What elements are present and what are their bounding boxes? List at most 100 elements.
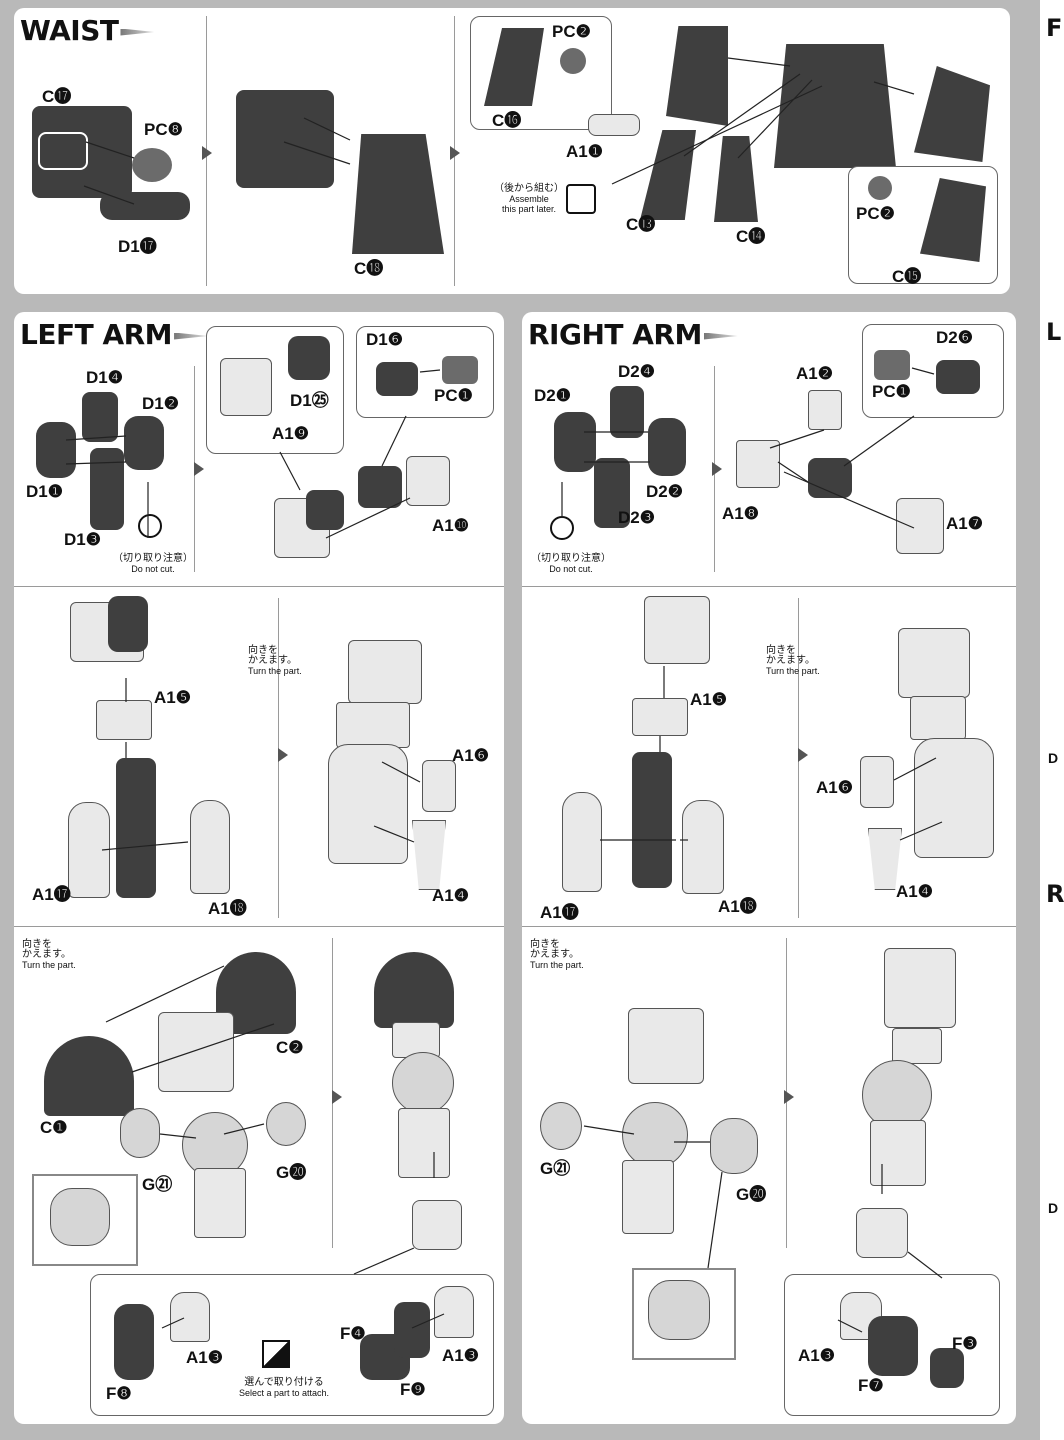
label-c16: C⓰: [492, 111, 522, 130]
hand-joint-part: [412, 1200, 462, 1250]
label-c17: C⓱: [42, 87, 72, 106]
label-d14: D1❹: [86, 368, 123, 387]
elbow-joint-part: [182, 1112, 248, 1178]
pc1-part: [874, 350, 910, 380]
d24-part: [610, 386, 644, 438]
shoulder-armor-assembled-part: [374, 952, 454, 1028]
label-a18: A1⓲: [208, 899, 247, 918]
step-arrow-icon: [712, 462, 722, 476]
label-a17-s2: A1⓱: [540, 903, 579, 922]
shoulder-joint-part: [306, 490, 344, 530]
step-arrow-icon: [332, 1090, 342, 1104]
upper-arm-step3-part: [628, 1008, 704, 1084]
no-cut-icon: [550, 516, 574, 540]
upper-arm-assembled-step3-part: [884, 948, 956, 1028]
f8-hand-part: [114, 1304, 154, 1380]
label-d26: D2❻: [936, 328, 973, 347]
label-d21: D2❶: [534, 386, 571, 405]
a13b-part: [434, 1286, 474, 1338]
d22-part: [648, 418, 686, 476]
d14-part: [82, 392, 118, 442]
waist-panel: WAIST C⓱ PC❽ D1⓱ C⓲ PC❷ C⓰ A1❶ （後から組む） A…: [14, 8, 1010, 294]
pc8-joint-part: [132, 148, 172, 182]
no-cut-icon: [138, 514, 162, 538]
label-pc1: PC❶: [872, 382, 911, 401]
edge-heading-f: F: [1046, 14, 1062, 42]
label-d11: D1❶: [26, 482, 63, 501]
edge-heading-r: R: [1046, 880, 1064, 908]
a18-part: [190, 800, 230, 894]
section-divider: [14, 586, 504, 587]
a17-part: [562, 792, 602, 892]
label-c2: C❷: [276, 1038, 304, 1057]
label-f3: F❸: [952, 1334, 978, 1353]
elbow-part: [910, 696, 966, 740]
turn-part-note: 向きを かえます。 Turn the part.: [530, 939, 584, 971]
a19-part: [220, 358, 272, 416]
label-pc2: PC❷: [552, 22, 591, 41]
label-a17: A1⓱: [32, 885, 71, 904]
right-arm-panel: RIGHT ARM D2❹ D2❶ D2❷ D2❸ （切り取り注意） Do no…: [522, 312, 1016, 1424]
step-arrow-icon: [450, 146, 460, 160]
d12-part: [124, 416, 164, 470]
forearm-step3-part: [194, 1168, 246, 1238]
step-arrow-icon: [202, 146, 212, 160]
label-d17: D1⓱: [118, 237, 157, 256]
waist-assembly-part: [236, 90, 334, 188]
g21-part: [540, 1102, 582, 1150]
label-d24: D2❹: [618, 362, 655, 381]
label-pc8: PC❽: [144, 120, 183, 139]
a16-part: [860, 756, 894, 808]
label-f7: F❼: [858, 1376, 884, 1395]
waist-main-part: [774, 44, 896, 168]
edge-label-d2: D: [1048, 1200, 1059, 1216]
select-part-icon: [262, 1340, 290, 1368]
step-arrow-icon: [278, 748, 288, 762]
next-page-edge: [1040, 0, 1064, 1440]
d16-assembly-part: [358, 466, 402, 508]
g20-part: [710, 1118, 758, 1174]
label-d23: D2❸: [618, 508, 655, 527]
label-c13: C⓭: [626, 215, 656, 234]
f7-hand-part: [868, 1316, 918, 1376]
forearm-assembled-part: [914, 738, 994, 858]
a15-part: [632, 698, 688, 736]
inner-shell-part: [666, 26, 728, 126]
label-c1: C❶: [40, 1118, 68, 1137]
pc1-part: [442, 356, 478, 384]
left-arm-arrows: [65, 369, 445, 1329]
label-a14: A1❹: [896, 882, 933, 901]
label-d12: D1❷: [142, 394, 179, 413]
forearm-frame-part: [116, 758, 156, 898]
label-a110: A1❿: [432, 516, 469, 535]
left-arm-panel: LEFT ARM D1❹ D1❷ D1❶ D1❸ （切り取り注意） Do not…: [14, 312, 504, 1424]
a16-part: [422, 760, 456, 812]
label-g21: G㉑: [142, 1175, 173, 1194]
right-arm-arrows: [561, 367, 943, 1333]
label-c18: C⓲: [354, 259, 384, 278]
label-a18-s2: A1⓲: [718, 897, 757, 916]
pc2-joint-part: [560, 48, 586, 74]
elbow-assembled-part: [392, 1052, 454, 1114]
label-d125: D1㉕: [290, 391, 329, 410]
a11-part: [588, 114, 640, 136]
g21-part: [120, 1108, 160, 1158]
label-a16: A1❻: [452, 746, 489, 765]
label-f4: F❹: [340, 1324, 366, 1343]
d11-part: [36, 422, 76, 478]
hand-joint-part: [856, 1208, 908, 1258]
waist-title: WAIST: [20, 14, 155, 47]
upper-arm-assembled-part: [898, 628, 970, 698]
d23-part: [594, 458, 630, 528]
a18-part: [682, 800, 724, 894]
label-a14: A1❹: [432, 886, 469, 905]
d16-part: [376, 362, 418, 396]
left-arm-title: LEFT ARM: [20, 318, 209, 351]
step-arrow-icon: [194, 462, 204, 476]
assemble-later-icon: [566, 184, 596, 214]
turn-part-note: 向きを かえます。 Turn the part.: [22, 939, 76, 971]
label-a18: A1❽: [722, 504, 759, 523]
label-g20: G⓴: [276, 1163, 307, 1182]
section-divider: [522, 586, 1016, 587]
label-a13: A1❸: [798, 1346, 835, 1365]
